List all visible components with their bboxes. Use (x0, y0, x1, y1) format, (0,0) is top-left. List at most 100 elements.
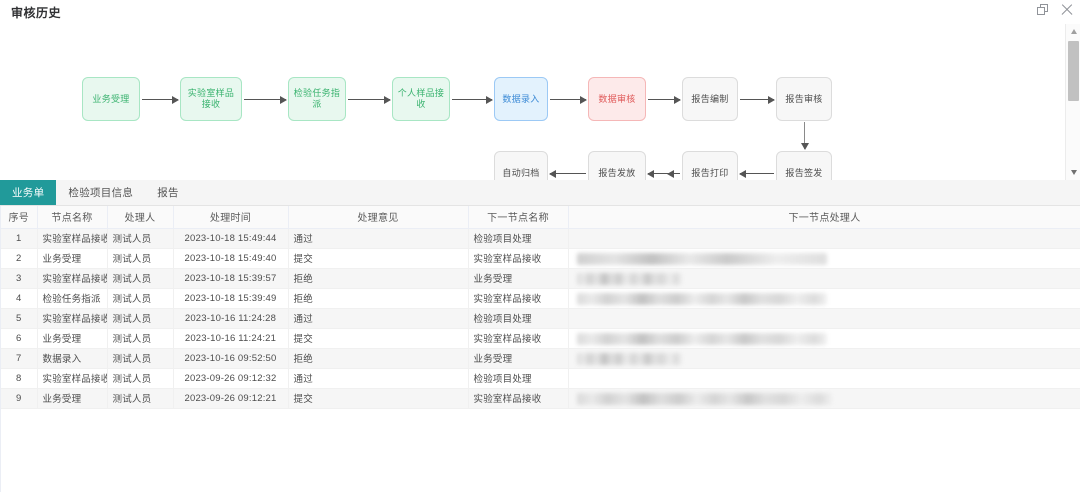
table-cell-next-handler (568, 308, 1080, 329)
table-cell-next-handler (568, 368, 1080, 389)
table-cell-node: 业务受理 (37, 388, 108, 409)
table-cell-node: 实验室样品接收 (37, 308, 108, 329)
table-cell-idx: 1 (1, 228, 38, 249)
table-cell-opinion: 提交 (288, 388, 469, 409)
tab-bar: 业务单 检验项目信息 报告 (0, 180, 1080, 206)
table-cell-idx: 9 (1, 388, 38, 409)
table-header-cell-3[interactable]: 处理时间 (173, 206, 289, 229)
restore-icon[interactable] (1037, 3, 1051, 17)
tab-1[interactable]: 检验项目信息 (56, 180, 145, 205)
table-cell-node: 业务受理 (37, 248, 108, 269)
table-cell-next-handler (568, 288, 1080, 309)
table-cell-idx: 7 (1, 348, 38, 369)
flow-node-8[interactable]: 报告签发 (776, 151, 832, 180)
tab-label: 检验项目信息 (68, 187, 134, 199)
table-cell-time: 2023-10-16 11:24:21 (173, 328, 289, 349)
table-header-cell-5[interactable]: 下一节点名称 (468, 206, 569, 229)
table-cell-next-handler (568, 268, 1080, 289)
tab-label: 业务单 (12, 187, 45, 199)
flow-node-9[interactable]: 报告打印 (682, 151, 738, 180)
flow-arrow-7 (740, 95, 775, 104)
table-cell-next: 业务受理 (468, 268, 569, 289)
table-header-cell-1[interactable]: 节点名称 (37, 206, 108, 229)
flow-node-4[interactable]: 数据录入 (494, 77, 548, 121)
table-cell-opinion: 通过 (288, 368, 469, 389)
flow-arrow-2 (244, 95, 287, 104)
table-cell-time: 2023-10-16 09:52:50 (173, 348, 289, 369)
redacted-content (576, 332, 827, 345)
flow-node-6[interactable]: 报告编制 (682, 77, 738, 121)
table-cell-user: 测试人员 (107, 308, 174, 329)
table-header-cell-4[interactable]: 处理意见 (288, 206, 469, 229)
table-cell-idx: 5 (1, 308, 38, 329)
table-cell-opinion: 提交 (288, 328, 469, 349)
flow-node-3[interactable]: 个人样品接收 (392, 77, 450, 121)
flow-arrow-5 (550, 95, 587, 104)
flow-arrow-6 (648, 95, 681, 104)
table-cell-opinion: 通过 (288, 228, 469, 249)
table-cell-idx: 3 (1, 268, 38, 289)
flow-node-2[interactable]: 检验任务指派 (288, 77, 346, 121)
table-cell-node: 检验任务指派 (37, 288, 108, 309)
table-cell-node: 数据录入 (37, 348, 108, 369)
table-cell-node: 实验室样品接收 (37, 228, 108, 249)
table-cell-next: 实验室样品接收 (468, 328, 569, 349)
flow-node-0[interactable]: 业务受理 (82, 77, 140, 121)
scroll-up-arrow-icon[interactable] (1066, 24, 1080, 39)
flow-node-1[interactable]: 实验室样品接收 (180, 77, 242, 121)
flow-arrow-10 (647, 169, 680, 178)
redacted-content (576, 292, 827, 305)
scrollbar-thumb[interactable] (1068, 41, 1079, 101)
flow-node-10[interactable]: 报告发放 (588, 151, 646, 180)
table-header-cell-2[interactable]: 处理人 (107, 206, 174, 229)
flow-node-label: 自动归档 (502, 167, 540, 178)
flow-node-7[interactable]: 报告审核 (776, 77, 832, 121)
redacted-content (576, 272, 682, 285)
flow-node-label: 检验任务指派 (293, 88, 341, 109)
table-cell-node: 业务受理 (37, 328, 108, 349)
flow-arrow-1 (142, 95, 179, 104)
flow-arrow-3 (348, 95, 391, 104)
workflow-scrollbar[interactable] (1065, 24, 1080, 180)
table-cell-idx: 6 (1, 328, 38, 349)
table-cell-next-handler (568, 348, 1080, 369)
table-cell-next: 检验项目处理 (468, 368, 569, 389)
table-cell-idx: 4 (1, 288, 38, 309)
flow-node-5[interactable]: 数据审核 (588, 77, 646, 121)
table-cell-next-handler (568, 328, 1080, 349)
table-cell-next: 实验室样品接收 (468, 248, 569, 269)
close-icon[interactable] (1060, 3, 1074, 17)
scroll-down-arrow-glyph (1070, 170, 1077, 175)
table-cell-time: 2023-10-18 15:49:44 (173, 228, 289, 249)
flow-arrow-4 (452, 95, 493, 104)
flow-node-11[interactable]: 自动归档 (494, 151, 548, 180)
tab-label: 报告 (157, 187, 179, 199)
table-header-cell-0[interactable]: 序号 (1, 206, 38, 229)
flow-node-label: 实验室样品接收 (187, 88, 235, 109)
tab-2[interactable]: 报告 (145, 180, 191, 205)
table-cell-user: 测试人员 (107, 248, 174, 269)
table-cell-next: 检验项目处理 (468, 308, 569, 329)
tab-0[interactable]: 业务单 (0, 180, 57, 205)
table-cell-user: 测试人员 (107, 388, 174, 409)
flow-node-label: 业务受理 (92, 93, 130, 104)
table-cell-next: 实验室样品接收 (468, 288, 569, 309)
page-title: 审核历史 (11, 6, 62, 20)
flow-node-label: 数据录入 (502, 93, 540, 104)
redacted-content (576, 352, 682, 365)
table-cell-next: 检验项目处理 (468, 228, 569, 249)
scroll-down-arrow-icon[interactable] (1066, 165, 1080, 180)
flow-node-label: 报告发放 (598, 167, 636, 178)
window-title-bar: 审核历史 (0, 0, 1080, 24)
table-header-cell-6[interactable]: 下一节点处理人 (568, 206, 1080, 229)
